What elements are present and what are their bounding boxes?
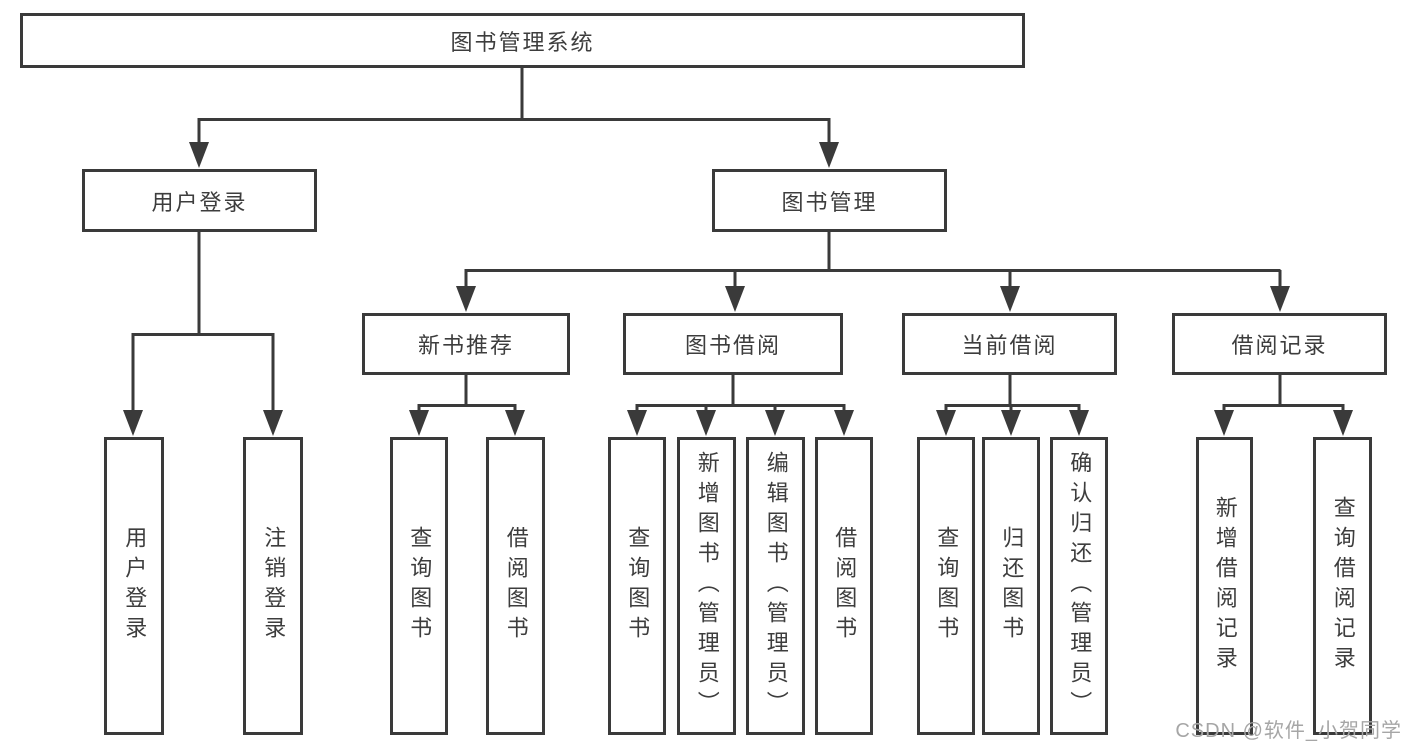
arrowheads (123, 142, 1353, 436)
node-user-login: 用户登录 (82, 169, 317, 232)
node-label: 查询图书 (407, 526, 433, 646)
node-label: 用户登录 (151, 189, 248, 215)
node-label: 图书管理系统 (450, 29, 595, 55)
node-label: 当前借阅 (961, 333, 1058, 358)
arrowhead (123, 410, 143, 436)
arrowhead (189, 142, 209, 168)
node-root: 图书管理系统 (20, 13, 1025, 68)
node-label: 借阅记录 (1231, 333, 1328, 358)
node-label: 查询图书 (625, 526, 651, 646)
node-label: 图书借阅 (684, 333, 781, 358)
leaf-return-books: 归还图书 (982, 437, 1040, 735)
node-current-borrow: 当前借阅 (902, 313, 1117, 375)
leaf-confirm-return-admin: 确认归还（管理员） (1050, 437, 1108, 735)
node-label: 用户登录 (122, 526, 148, 646)
node-label: 查询图书 (934, 526, 960, 646)
connector-book-management-group (464, 232, 1282, 294)
watermark-text: CSDN @软件_小贺同学 (1175, 720, 1402, 742)
leaf-borrow-books: 借阅图书 (815, 437, 873, 735)
node-label: 编辑图书（管理员） (763, 451, 789, 721)
connector-root-to-level2 (197, 68, 831, 148)
leaf-logout: 注销登录 (243, 437, 303, 735)
leaf-edit-book-admin: 编辑图书（管理员） (746, 437, 805, 735)
node-label: 借阅图书 (832, 526, 858, 646)
leaf-add-book-admin: 新增图书（管理员） (677, 437, 736, 735)
arrowhead (409, 410, 429, 436)
arrowhead (263, 410, 283, 436)
node-label: 新书推荐 (417, 333, 514, 358)
arrowhead (456, 286, 476, 312)
arrowhead (696, 410, 716, 436)
arrowhead (765, 410, 785, 436)
arrowhead (1214, 410, 1234, 436)
arrowhead (936, 410, 956, 436)
node-label: 借阅图书 (503, 526, 529, 646)
leaf-query-books-recommend: 查询图书 (390, 437, 448, 735)
node-book-borrow: 图书借阅 (623, 313, 843, 375)
leaf-user-login: 用户登录 (104, 437, 164, 735)
node-book-management: 图书管理 (712, 169, 947, 232)
leaf-query-borrow-record: 查询借阅记录 (1313, 437, 1372, 735)
node-label: 新增借阅记录 (1212, 496, 1238, 676)
connector-new-book-group (417, 375, 517, 418)
leaf-borrow-books-recommend: 借阅图书 (486, 437, 545, 735)
arrowhead (834, 410, 854, 436)
leaf-query-books-current: 查询图书 (917, 437, 975, 735)
node-label: 新增图书（管理员） (694, 451, 720, 721)
arrowhead (819, 142, 839, 168)
arrowhead (1270, 286, 1290, 312)
connector-book-borrow-group (635, 375, 846, 418)
connector-borrow-records-group (1222, 375, 1345, 418)
connector-user-login-group (131, 232, 275, 418)
node-label: 归还图书 (999, 526, 1025, 646)
arrowhead (1069, 410, 1089, 436)
node-new-book-recommend: 新书推荐 (362, 313, 570, 375)
arrowhead (1333, 410, 1353, 436)
arrowhead (1001, 410, 1021, 436)
node-label: 注销登录 (261, 526, 287, 646)
node-label: 图书管理 (781, 189, 878, 215)
arrowhead (627, 410, 647, 436)
leaf-add-borrow-record: 新增借阅记录 (1196, 437, 1253, 735)
arrowhead (505, 410, 525, 436)
arrowhead (725, 286, 745, 312)
node-label: 确认归还（管理员） (1067, 451, 1093, 721)
leaf-query-books-borrow: 查询图书 (608, 437, 666, 735)
node-borrow-records: 借阅记录 (1172, 313, 1387, 375)
arrowhead (1000, 286, 1020, 312)
node-label: 查询借阅记录 (1330, 496, 1356, 676)
